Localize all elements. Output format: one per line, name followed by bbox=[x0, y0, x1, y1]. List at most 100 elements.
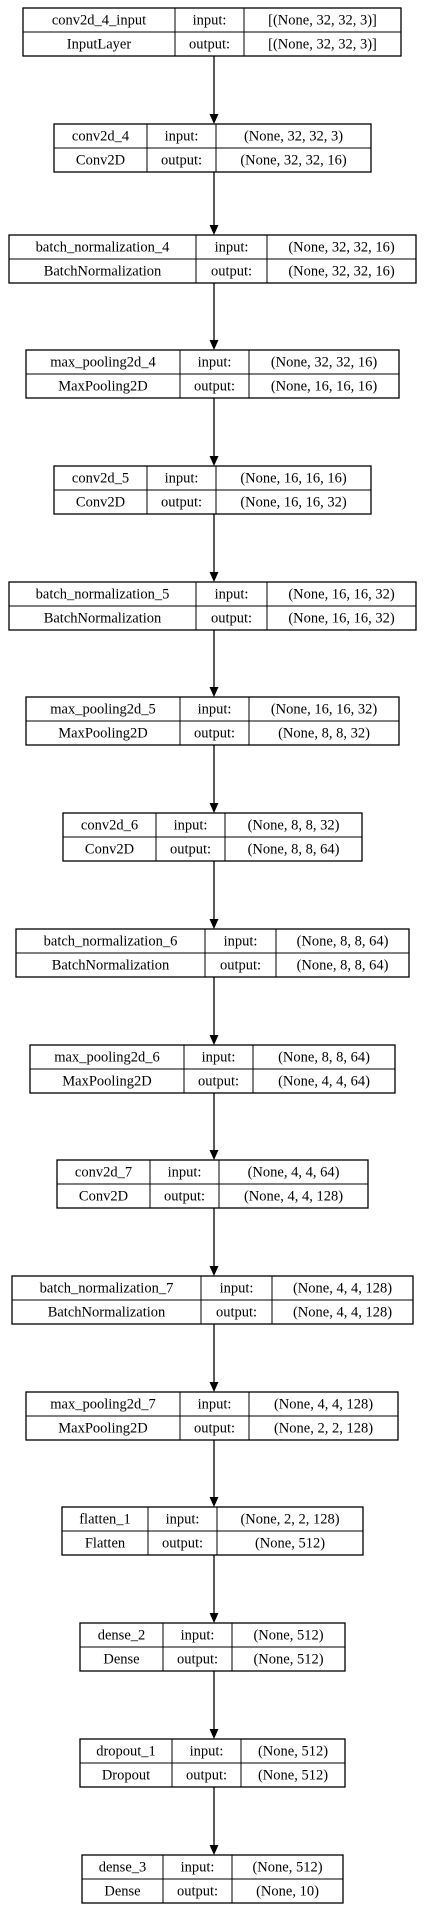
output-header: output: bbox=[161, 152, 202, 168]
output-header: output: bbox=[211, 263, 252, 279]
output-shape: (None, 8, 8, 32) bbox=[278, 725, 370, 741]
output-header: output: bbox=[164, 1188, 205, 1204]
input-header: input: bbox=[190, 1743, 224, 1759]
layer-type: InputLayer bbox=[67, 36, 132, 52]
output-header: output: bbox=[177, 1651, 218, 1667]
output-header: output: bbox=[177, 1883, 218, 1899]
input-header: input: bbox=[220, 1280, 254, 1296]
output-shape: (None, 8, 8, 64) bbox=[248, 841, 340, 857]
output-shape: (None, 16, 16, 32) bbox=[240, 494, 346, 510]
input-shape: [(None, 32, 32, 3)] bbox=[268, 12, 377, 28]
output-header: output: bbox=[189, 36, 230, 52]
input-header: input: bbox=[181, 1627, 215, 1643]
output-header: output: bbox=[198, 1073, 239, 1089]
layer-name: dropout_1 bbox=[96, 1743, 156, 1759]
edge-arrowhead bbox=[209, 1845, 219, 1855]
layer-type: Conv2D bbox=[76, 494, 125, 510]
edge-arrowhead bbox=[209, 1497, 219, 1507]
input-header: input: bbox=[193, 12, 227, 28]
edge-arrowhead bbox=[209, 225, 219, 235]
input-shape: (None, 512) bbox=[253, 1627, 323, 1643]
layer-name: conv2d_5 bbox=[72, 470, 129, 486]
input-header: input: bbox=[198, 1396, 232, 1412]
output-header: output: bbox=[186, 1767, 227, 1783]
input-header: input: bbox=[181, 1859, 215, 1875]
output-shape: (None, 4, 4, 64) bbox=[278, 1073, 370, 1089]
input-shape: (None, 8, 8, 32) bbox=[248, 817, 340, 833]
layer-type: MaxPooling2D bbox=[58, 1420, 147, 1436]
layer-name: batch_normalization_6 bbox=[44, 933, 178, 949]
output-shape: (None, 512) bbox=[255, 1535, 325, 1551]
layer-name: conv2d_7 bbox=[75, 1164, 132, 1180]
output-shape: (None, 32, 32, 16) bbox=[240, 152, 346, 168]
output-shape: (None, 4, 4, 128) bbox=[293, 1304, 392, 1320]
layer-name: dense_2 bbox=[98, 1627, 146, 1643]
input-header: input: bbox=[224, 933, 258, 949]
layer-type: Dropout bbox=[102, 1767, 150, 1783]
input-header: input: bbox=[215, 239, 249, 255]
output-header: output: bbox=[170, 841, 211, 857]
edge-arrowhead bbox=[209, 340, 219, 350]
edge-arrowhead bbox=[209, 1729, 219, 1739]
layer-name: dense_3 bbox=[99, 1859, 147, 1875]
layer-name: max_pooling2d_7 bbox=[50, 1396, 156, 1412]
input-shape: (None, 512) bbox=[258, 1743, 328, 1759]
edge-arrowhead bbox=[209, 1035, 219, 1045]
layer-type: Conv2D bbox=[79, 1188, 128, 1204]
input-header: input: bbox=[165, 128, 199, 144]
output-header: output: bbox=[161, 494, 202, 510]
edge-arrowhead bbox=[209, 919, 219, 929]
input-shape: (None, 8, 8, 64) bbox=[278, 1049, 370, 1065]
input-header: input: bbox=[198, 701, 232, 717]
edge-arrowhead bbox=[209, 1150, 219, 1160]
input-header: input: bbox=[202, 1049, 236, 1065]
layer-type: MaxPooling2D bbox=[58, 378, 147, 394]
layer-type: Dense bbox=[104, 1883, 140, 1899]
layer-type: BatchNormalization bbox=[44, 610, 162, 626]
input-shape: (None, 32, 32, 3) bbox=[244, 128, 343, 144]
layer-type: BatchNormalization bbox=[44, 263, 162, 279]
input-header: input: bbox=[198, 354, 232, 370]
input-header: input: bbox=[166, 1511, 200, 1527]
output-shape: (None, 16, 16, 32) bbox=[288, 610, 394, 626]
layer-type: Conv2D bbox=[85, 841, 134, 857]
input-shape: (None, 32, 32, 16) bbox=[271, 354, 377, 370]
output-header: output: bbox=[162, 1535, 203, 1551]
edge-arrowhead bbox=[209, 1382, 219, 1392]
input-shape: (None, 2, 2, 128) bbox=[240, 1511, 339, 1527]
input-shape: (None, 512) bbox=[252, 1859, 322, 1875]
layer-type: MaxPooling2D bbox=[62, 1073, 151, 1089]
output-shape: (None, 4, 4, 128) bbox=[244, 1188, 343, 1204]
edge-arrowhead bbox=[209, 687, 219, 697]
layer-name: max_pooling2d_5 bbox=[50, 701, 156, 717]
input-shape: (None, 4, 4, 128) bbox=[274, 1396, 373, 1412]
output-shape: (None, 8, 8, 64) bbox=[297, 957, 389, 973]
input-shape: (None, 16, 16, 32) bbox=[271, 701, 377, 717]
output-header: output: bbox=[194, 725, 235, 741]
input-shape: (None, 16, 16, 32) bbox=[288, 586, 394, 602]
output-shape: (None, 512) bbox=[253, 1651, 323, 1667]
edge-arrowhead bbox=[209, 1266, 219, 1276]
input-shape: (None, 4, 4, 128) bbox=[293, 1280, 392, 1296]
layer-type: Flatten bbox=[85, 1535, 126, 1551]
output-shape: (None, 2, 2, 128) bbox=[274, 1420, 373, 1436]
output-shape: (None, 16, 16, 16) bbox=[271, 378, 377, 394]
layer-type: BatchNormalization bbox=[52, 957, 170, 973]
layer-name: flatten_1 bbox=[79, 1511, 131, 1527]
layer-name: max_pooling2d_4 bbox=[50, 354, 156, 370]
output-header: output: bbox=[194, 378, 235, 394]
edge-arrowhead bbox=[209, 572, 219, 582]
layer-name: batch_normalization_7 bbox=[40, 1280, 174, 1296]
output-shape: [(None, 32, 32, 3)] bbox=[268, 36, 377, 52]
layer-name: batch_normalization_5 bbox=[36, 586, 170, 602]
input-header: input: bbox=[165, 470, 199, 486]
layer-type: BatchNormalization bbox=[48, 1304, 166, 1320]
input-shape: (None, 8, 8, 64) bbox=[297, 933, 389, 949]
output-header: output: bbox=[216, 1304, 257, 1320]
output-header: output: bbox=[194, 1420, 235, 1436]
input-header: input: bbox=[174, 817, 208, 833]
layer-name: batch_normalization_4 bbox=[36, 239, 170, 255]
layer-name: conv2d_4 bbox=[72, 128, 130, 144]
output-shape: (None, 512) bbox=[258, 1767, 328, 1783]
